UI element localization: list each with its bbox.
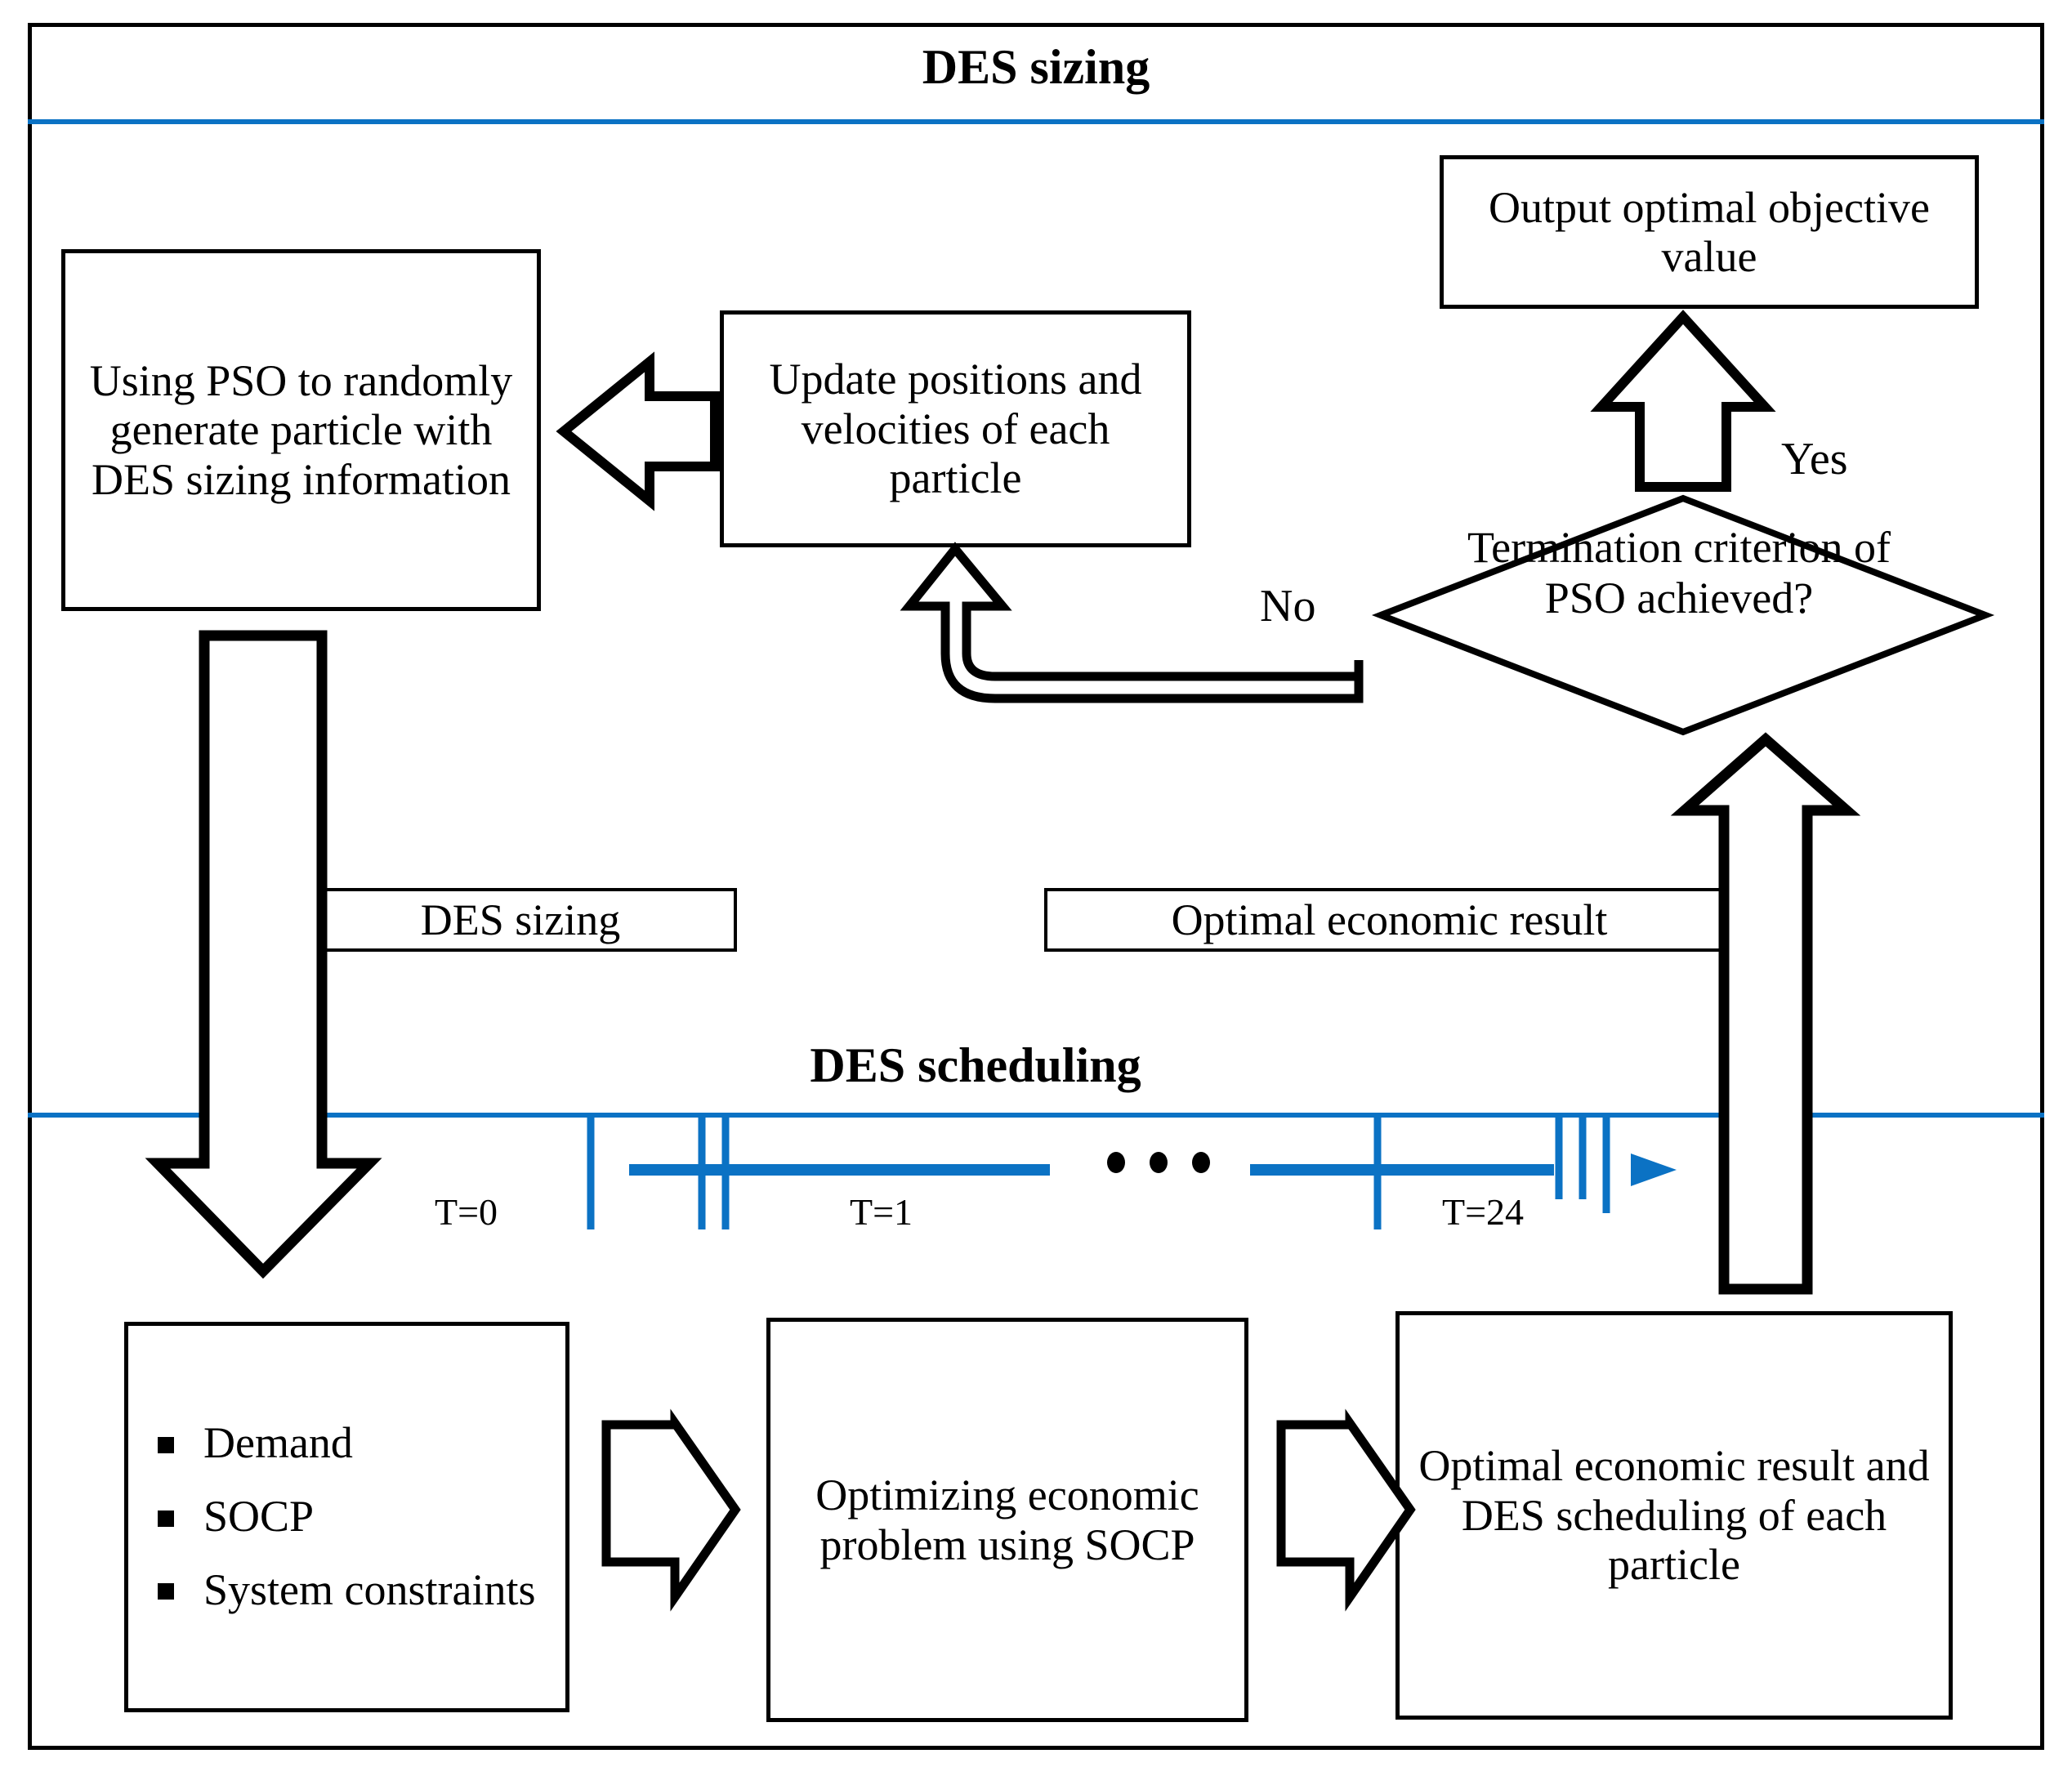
tag-des-sizing: DES sizing <box>304 888 737 952</box>
timeline-tick-label-24: T=24 <box>1442 1191 1525 1233</box>
list-item-demand: Demand <box>151 1419 565 1467</box>
inputs-list: Demand SOCP System constraints <box>128 1419 565 1614</box>
box-pso-generate[interactable]: Using PSO to randomly generate particle … <box>61 249 541 611</box>
list-item-socp: SOCP <box>151 1492 565 1541</box>
section-title-des-sizing: DES sizing <box>922 40 1150 94</box>
blue-divider-scheduling <box>28 1113 2044 1118</box>
label-termination-text: Termination criterion of PSO achieved? <box>1467 523 1891 622</box>
square-bullet-icon <box>158 1510 174 1527</box>
square-bullet-icon <box>158 1437 174 1454</box>
tag-optimal-economic-result: Optimal economic result <box>1044 888 1735 952</box>
timeline-tick-label-1: T=1 <box>850 1191 913 1233</box>
box-optimize-socp[interactable]: Optimizing economic problem using SOCP <box>766 1318 1248 1722</box>
outer-frame <box>28 23 2044 1750</box>
timeline-tick-label-0: T=0 <box>435 1191 498 1233</box>
box-optimal-result[interactable]: Optimal economic result and DES scheduli… <box>1395 1311 1953 1720</box>
blue-divider-top <box>28 119 2044 124</box>
square-bullet-icon <box>158 1583 174 1600</box>
box-update-positions[interactable]: Update positions and velocities of each … <box>720 310 1191 547</box>
section-title-des-scheduling: DES scheduling <box>810 1038 1141 1092</box>
box-output-optimal[interactable]: Output optimal objective value <box>1440 155 1979 309</box>
box-inputs[interactable]: Demand SOCP System constraints <box>124 1322 569 1712</box>
edge-label-yes: Yes <box>1781 434 1848 484</box>
edge-label-no: No <box>1260 581 1316 631</box>
list-item-system-constraints: System constraints <box>151 1565 565 1614</box>
